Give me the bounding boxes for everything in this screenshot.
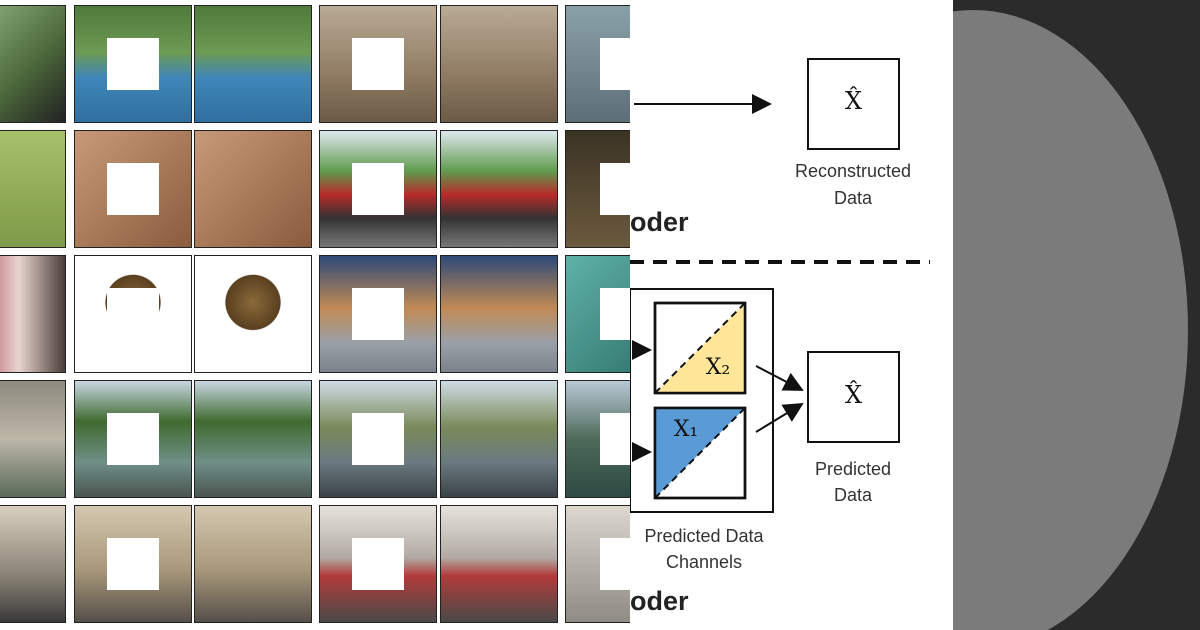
grid-image-masked — [319, 5, 437, 123]
predicted-channels-line1: Predicted Data — [644, 526, 764, 546]
mask-hole — [600, 538, 630, 590]
grid-image — [0, 380, 66, 498]
grid-image-masked — [565, 380, 630, 498]
predicted-channels-line2: Channels — [665, 552, 743, 572]
mask-hole — [107, 538, 159, 590]
encoder-label-bottom: oder — [630, 586, 689, 616]
x1-symbol: X₁ — [673, 417, 699, 442]
grid-image-restored — [440, 380, 558, 498]
grid-image-restored — [194, 255, 312, 373]
grid-image-restored — [440, 5, 558, 123]
grid-image-restored — [194, 130, 312, 248]
grid-image-masked — [565, 255, 630, 373]
grid-image-restored — [440, 130, 558, 248]
grid-image-restored — [194, 5, 312, 123]
grid-image-masked — [74, 255, 192, 373]
grid-image-restored — [194, 505, 312, 623]
grid-image-masked — [319, 505, 437, 623]
mask-hole — [107, 38, 159, 90]
grid-image-masked — [74, 5, 192, 123]
x1-to-predicted-arrow — [755, 402, 804, 433]
decorative-disc — [953, 10, 1188, 630]
mask-hole — [600, 413, 630, 465]
grid-image-masked — [565, 505, 630, 623]
grid-image-masked — [565, 5, 630, 123]
grid-image-restored — [440, 255, 558, 373]
architecture-diagram: X̂ Reconstructed Data oder X₂ X₁ X̂ Pred… — [630, 0, 953, 630]
diagram-shapes — [630, 58, 930, 513]
mask-hole — [352, 38, 404, 90]
predicted-symbol: X̂ — [844, 381, 863, 409]
x2-symbol: X₂ — [705, 355, 731, 380]
grid-image — [0, 130, 66, 248]
grid-image — [0, 505, 66, 623]
grid-image-restored — [440, 505, 558, 623]
x1-diagonal — [654, 407, 746, 499]
grid-image — [0, 5, 66, 123]
mask-hole — [107, 413, 159, 465]
predicted-label-line1: Predicted — [814, 459, 892, 479]
predicted-data-box — [807, 351, 900, 443]
decorative-dark-panel — [953, 0, 1200, 630]
grid-image-masked — [319, 130, 437, 248]
x2-to-predicted-arrow — [755, 365, 804, 391]
predicted-label-line2: Data — [833, 485, 873, 505]
mask-hole — [600, 288, 630, 340]
mask-hole — [600, 38, 630, 90]
predicted-channels-frame — [630, 288, 774, 513]
encoder-label-top: oder — [630, 207, 689, 237]
inpainting-results-grid — [0, 5, 630, 623]
mask-hole — [107, 163, 159, 215]
grid-image-masked — [565, 130, 630, 248]
mask-hole — [352, 538, 404, 590]
reconstructed-label-line2: Data — [833, 188, 873, 208]
grid-image-masked — [319, 380, 437, 498]
reconstructed-data-box — [807, 58, 900, 150]
grid-image-masked — [74, 380, 192, 498]
grid-image-restored — [194, 380, 312, 498]
mask-hole — [107, 288, 159, 340]
reconstructed-label-line1: Reconstructed — [794, 161, 912, 181]
mask-hole — [600, 163, 630, 215]
mask-hole — [352, 163, 404, 215]
x2-diagonal — [654, 302, 746, 394]
reconstructed-symbol: X̂ — [844, 87, 863, 115]
mask-hole — [352, 288, 404, 340]
grid-image-masked — [319, 255, 437, 373]
grid-image — [0, 255, 66, 373]
grid-image-masked — [74, 130, 192, 248]
grid-image-masked — [74, 505, 192, 623]
mask-hole — [352, 413, 404, 465]
